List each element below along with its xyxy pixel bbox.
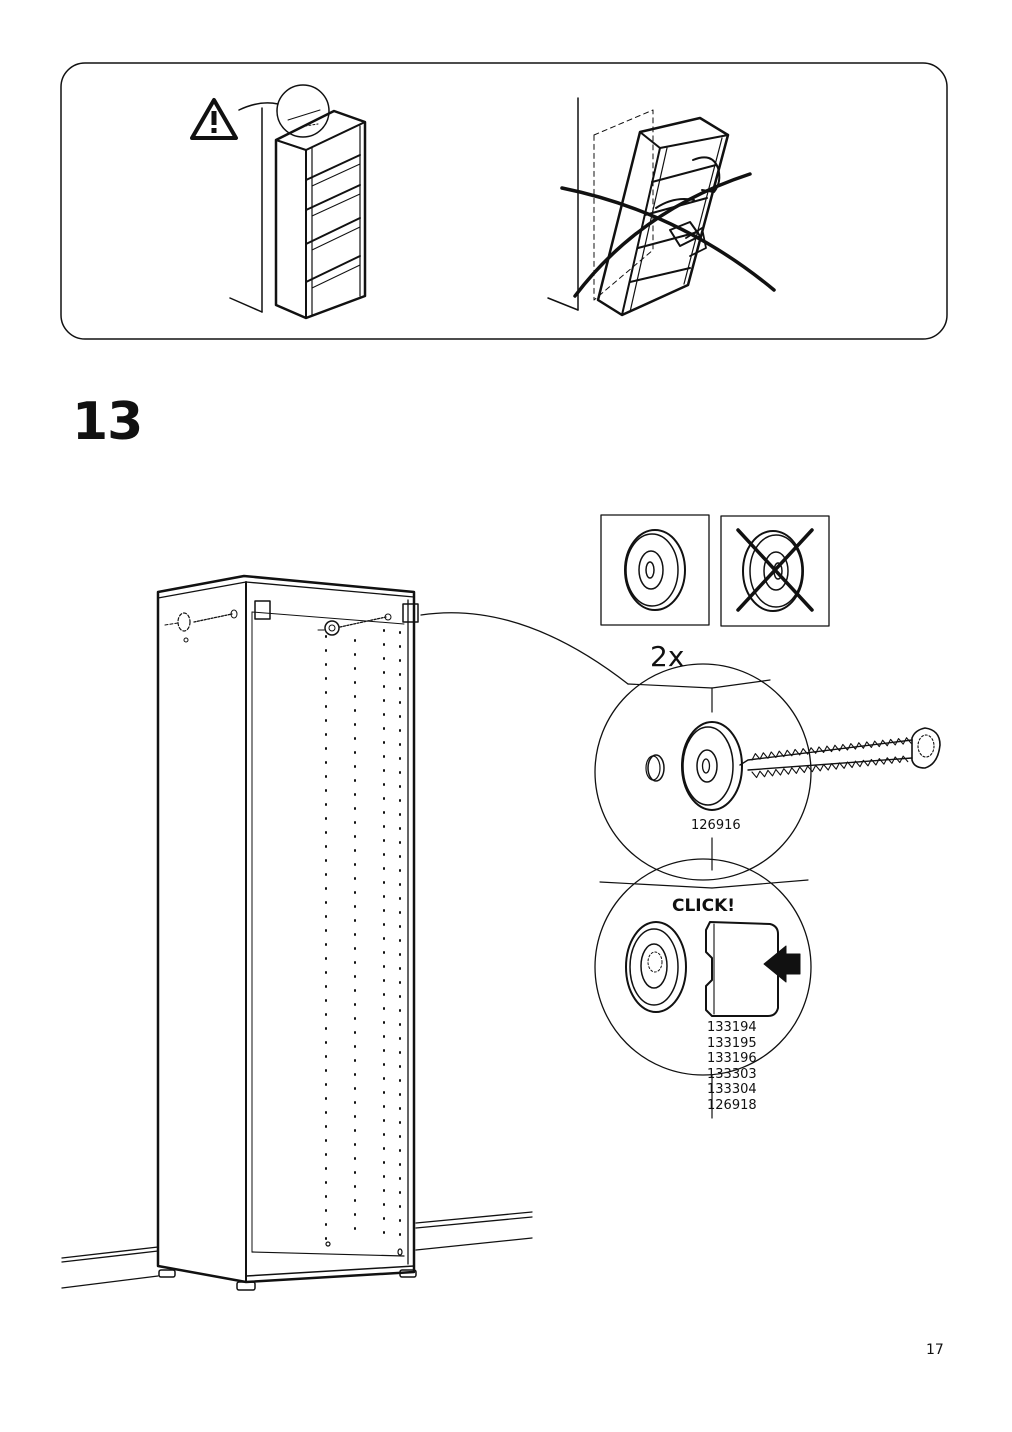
bookcase-tipping-illustration [547, 97, 776, 317]
cap-part-code-list: 133194 133195 133196 133303 133304 12691… [707, 1020, 757, 1113]
zoom-screw-washer [594, 663, 941, 881]
cabinet-illustration [156, 574, 419, 1291]
cap-part-code: 133304 [707, 1082, 757, 1097]
washer-incorrect-box [720, 515, 830, 627]
cap-part-code: 133303 [707, 1066, 757, 1082]
cap-part-code: 133196 [707, 1051, 757, 1066]
click-label: CLICK! [672, 896, 736, 916]
cap-part-code: 126918 [707, 1097, 757, 1113]
screw-part-code: 126916 [691, 818, 741, 833]
zoom-cover-cap [594, 858, 812, 1076]
callout-leader [420, 612, 629, 685]
bookcase-against-wall-illustration [229, 84, 367, 320]
cap-part-code: 133194 [707, 1020, 757, 1035]
cap-part-code: 133195 [707, 1035, 757, 1051]
quantity-label: 2x [650, 640, 685, 673]
warning-triangle-icon [190, 98, 238, 140]
step-number: 13 [72, 392, 143, 452]
push-arrow [763, 945, 801, 983]
floor-lines [61, 1211, 533, 1289]
page-number: 17 [926, 1342, 944, 1358]
safety-panel-frame [60, 62, 948, 340]
washer-correct-box [600, 514, 710, 626]
